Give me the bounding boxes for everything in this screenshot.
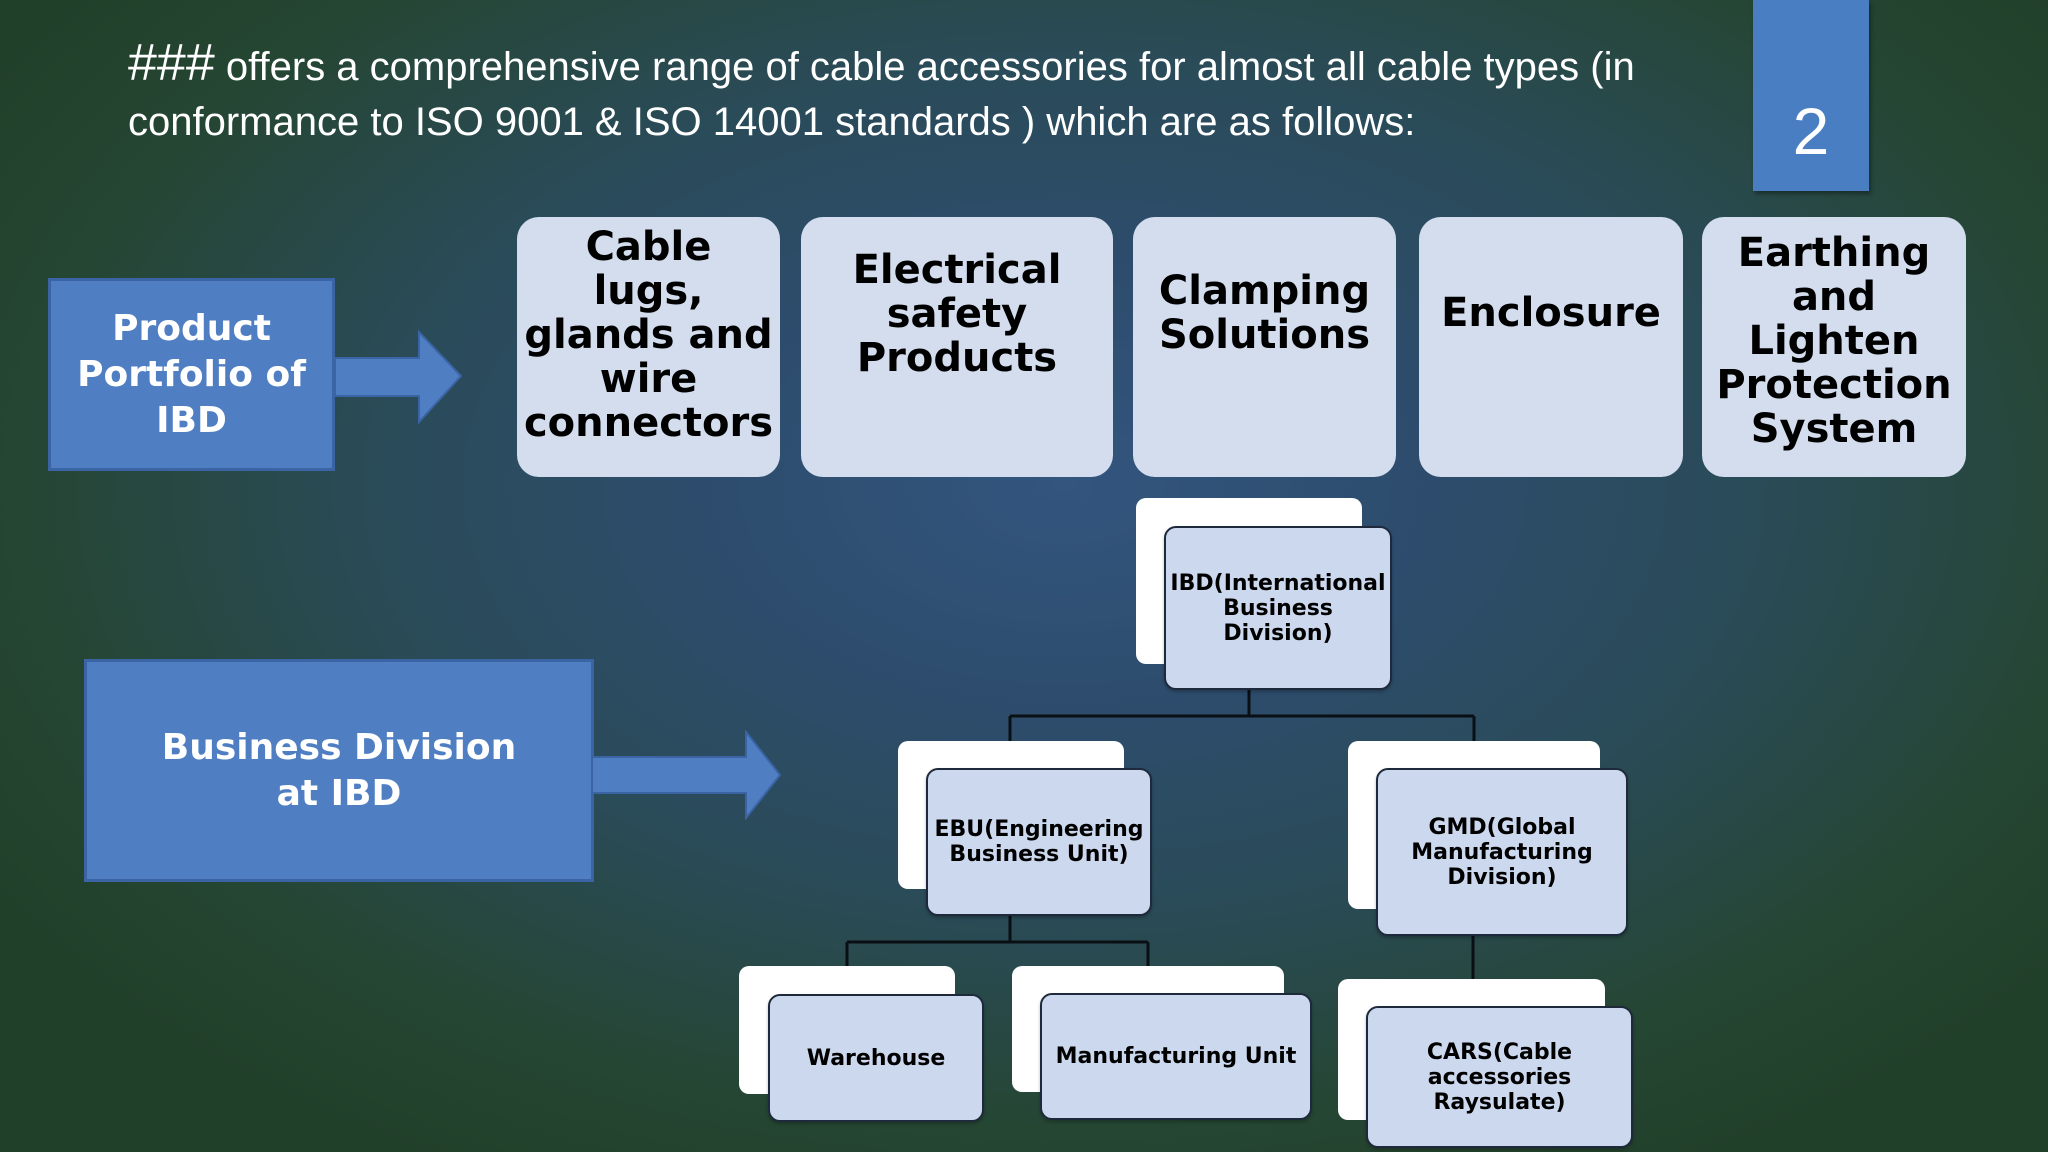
division-arrow (591, 730, 782, 820)
portfolio-arrow (334, 330, 463, 425)
org-node-ebu: EBU(Engineering Business Unit) (898, 741, 1152, 916)
product-cable-lugs: Cable lugs, glands and wire connectors (517, 217, 780, 477)
org-node-warehouse: Warehouse (739, 966, 984, 1122)
product-enclosure: Enclosure (1419, 217, 1683, 477)
division-label: Business Division at IBD (84, 659, 594, 882)
product-clamping-label: Clamping Solutions (1158, 268, 1371, 358)
product-earthing: Earthing and Lighten Protection System (1702, 217, 1966, 477)
page-number: 2 (1753, 0, 1869, 191)
product-enclosure-label: Enclosure (1441, 290, 1661, 336)
org-node-manufacturing: Manufacturing Unit (1012, 966, 1312, 1120)
intro-hash: ### (128, 34, 215, 92)
org-node-manufacturing-box: Manufacturing Unit (1040, 993, 1312, 1120)
product-cable-lugs-label: Cable lugs, glands and wire connectors (523, 224, 774, 446)
org-node-cars-box: CARS(Cable accessories Raysulate) (1366, 1006, 1633, 1148)
product-electrical-safety-label: Electrical safety Products (852, 247, 1062, 381)
org-node-warehouse-box: Warehouse (768, 994, 984, 1122)
org-node-gmd-box: GMD(Global Manufacturing Division) (1376, 768, 1628, 936)
product-electrical-safety: Electrical safety Products (801, 217, 1113, 477)
org-node-gmd: GMD(Global Manufacturing Division) (1348, 741, 1628, 936)
org-node-ebu-box: EBU(Engineering Business Unit) (926, 768, 1152, 916)
intro-text: ### offers a comprehensive range of cabl… (128, 36, 1708, 150)
product-earthing-label: Earthing and Lighten Protection System (1716, 230, 1952, 452)
org-node-ibd-box: IBD(International Business Division) (1164, 526, 1392, 690)
portfolio-label: Product Portfolio of IBD (48, 278, 335, 471)
product-clamping: Clamping Solutions (1133, 217, 1396, 477)
org-node-ibd: IBD(International Business Division) (1136, 498, 1392, 692)
org-node-cars: CARS(Cable accessories Raysulate) (1338, 979, 1633, 1148)
intro-body: offers a comprehensive range of cable ac… (128, 45, 1635, 144)
